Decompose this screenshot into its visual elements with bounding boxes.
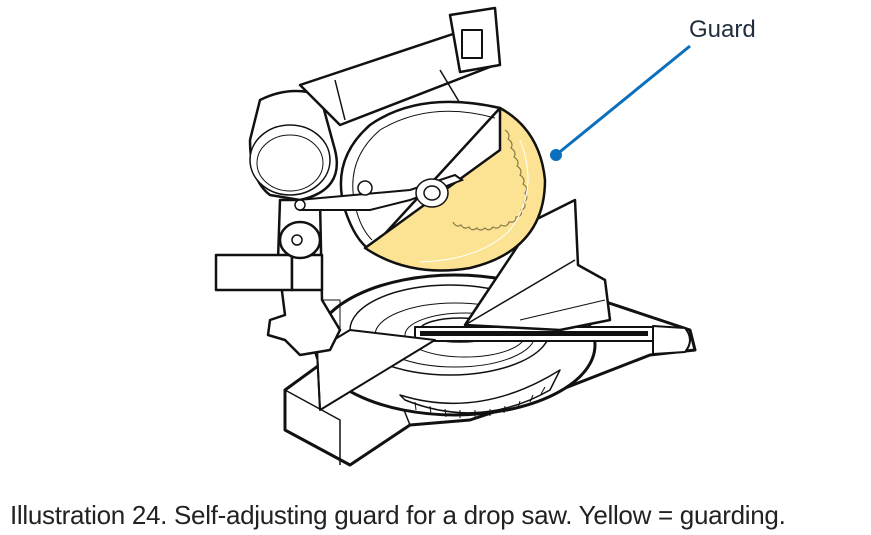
guard-linkage (294, 173, 465, 211)
right-fence (463, 198, 612, 332)
figure-caption: Illustration 24. Self-adjusting guard fo… (10, 500, 786, 530)
guard-shaded (363, 106, 547, 272)
pivot-column (214, 198, 342, 357)
left-fence (316, 329, 436, 411)
handle (448, 6, 502, 74)
guard-callout (550, 44, 691, 161)
guard-callout-label: Guard (689, 16, 756, 43)
upper-blade-guard (339, 100, 502, 252)
front-rail (414, 325, 691, 355)
drop-saw-illustration (214, 6, 697, 467)
motor-housing (248, 89, 338, 202)
miter-scale (399, 369, 561, 418)
blade-teeth (452, 129, 528, 231)
